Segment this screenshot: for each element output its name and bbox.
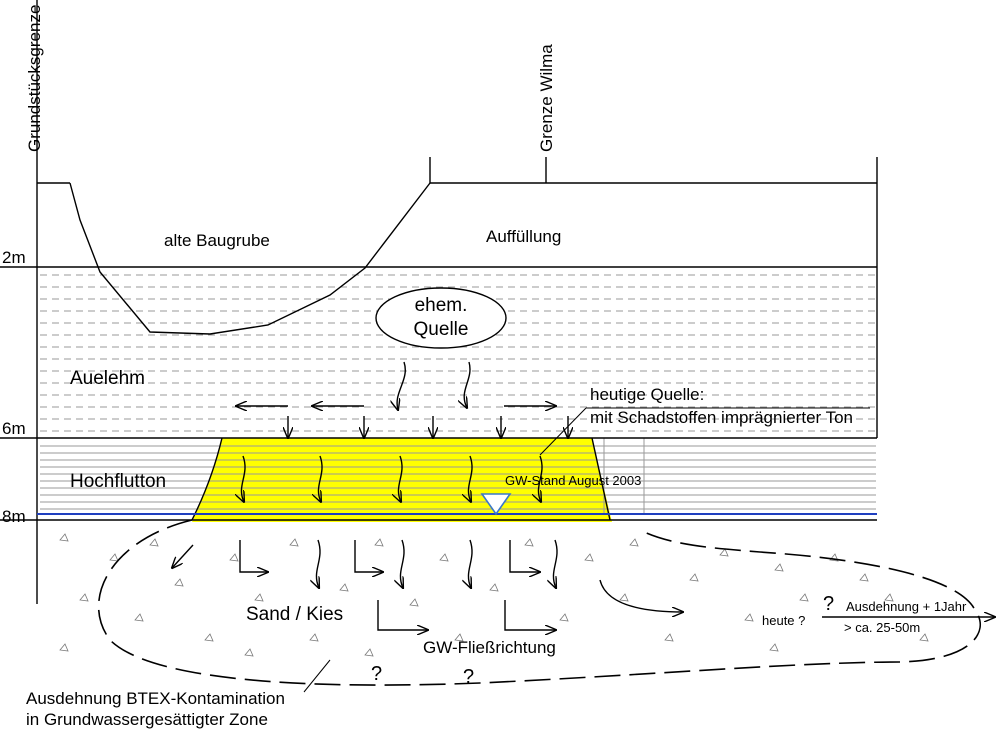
hochflutton-hatching (40, 438, 876, 515)
current-source-label-line1: heutige Quelle: (590, 385, 704, 404)
property-boundary-label: Grundstücksgrenze (25, 5, 44, 152)
gravel-texture (59, 533, 929, 657)
old-pit-label: alte Baugrube (164, 231, 270, 250)
fill-label: Auffüllung (486, 227, 561, 246)
depth-2m-label: 2m (2, 248, 26, 267)
extent-distance-label: > ca. 25-50m (844, 620, 920, 635)
water-level-marker-icon (480, 493, 512, 516)
former-source-label-line2: Quelle (414, 319, 469, 340)
former-source-ellipse (375, 287, 507, 349)
depth-6m-label: 6m (2, 419, 26, 438)
btex-extent-label-line1: Ausdehnung BTEX-Kontamination (26, 689, 285, 708)
alluvial-loam-label: Auelehm (70, 368, 145, 389)
former-source-label-line1: ehem. (415, 295, 468, 316)
contamination-zone (192, 438, 612, 522)
border-wilma-label: Grenze Wilma (537, 44, 556, 152)
unknown-mark-2: ? (371, 663, 382, 685)
unknown-mark-1: ? (823, 593, 834, 615)
depth-8m-label: 8m (2, 507, 26, 526)
flood-clay-label: Hochflutton (70, 471, 166, 492)
flow-arrows (172, 361, 995, 630)
btex-plume-outline (97, 519, 981, 686)
auelehm-hatching (40, 274, 876, 432)
section-frame (0, 0, 878, 604)
flow-direction-label: GW-Fließrichtung (423, 638, 556, 657)
unknown-mark-3: ? (463, 666, 474, 688)
extent-year-label: Ausdehnung + 1Jahr (846, 599, 967, 614)
gw-level-label: GW-Stand August 2003 (505, 473, 641, 488)
sand-gravel-label: Sand / Kies (246, 604, 343, 625)
today-label: heute ? (762, 613, 805, 628)
btex-extent-label-line2: in Grundwassergesättigter Zone (26, 710, 268, 729)
current-source-label-line2: mit Schadstoffen imprägnierter Ton (590, 408, 853, 427)
